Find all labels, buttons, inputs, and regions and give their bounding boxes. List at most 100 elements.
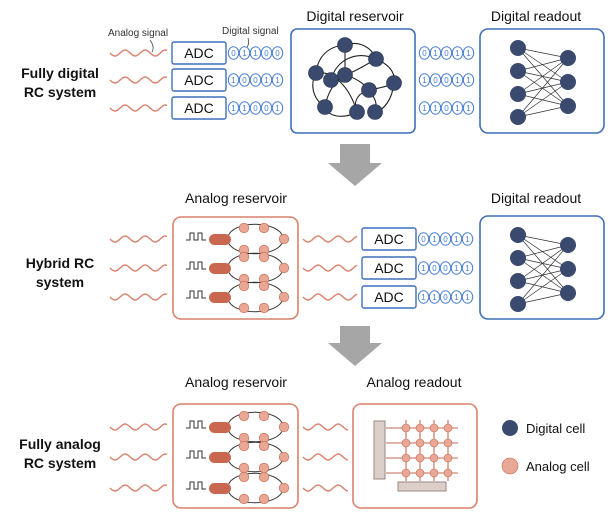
readout-top-input-node-1 — [510, 63, 526, 79]
readout-top-output-node-1 — [560, 74, 576, 90]
bits-in-1-digit-1: 1 — [242, 49, 247, 58]
analog-res-analog-unit-2-node-2 — [238, 462, 250, 474]
legend-digital-cell-label: Digital cell — [526, 421, 585, 436]
row-fully-digital: Fully digital RC system Analog signal Di… — [21, 8, 605, 134]
readout-top-input-node-2 — [510, 86, 526, 102]
digital-readout-box-top — [479, 28, 605, 134]
analog-output-waves-analog — [302, 423, 349, 492]
digital-signal-label: Digital signal — [222, 26, 279, 37]
readout-mid-output-node-0 — [560, 237, 576, 253]
digital-readout-box-hybrid — [479, 215, 605, 320]
hybrid-bits-1-digit-1: 1 — [432, 235, 437, 244]
bits-out-2-bit-2 — [440, 73, 453, 87]
analog-res-analog-unit-3-node-2 — [238, 493, 250, 505]
crossbar-cell-2-0 — [401, 453, 411, 463]
crossbar-row-driver — [373, 420, 386, 480]
readout-mid-edge — [517, 292, 569, 305]
analog-res-analog-unit-3-node-4 — [278, 482, 290, 494]
bits-out-2-digit-4: 1 — [466, 76, 471, 85]
analog-res-analog-unit-2-pulse — [186, 450, 206, 459]
readout-mid-edge — [517, 257, 569, 270]
analog-res-hybrid-unit-1-pulse — [186, 232, 206, 241]
analog-res-hybrid-unit-2-pulse — [186, 261, 206, 270]
readout-top-output-node-0 — [560, 50, 576, 66]
crossbar-cell-0-1 — [415, 423, 425, 433]
analog-res-analog-unit-1-arc-bottom — [227, 428, 284, 443]
adc-top-1-box — [171, 41, 227, 65]
hybrid-output-wave-3 — [302, 293, 358, 301]
bits-in-3-digit-3: 0 — [264, 104, 269, 113]
reservoir-node-2 — [368, 51, 384, 67]
hybrid-input-wave-1 — [109, 235, 168, 243]
analog-res-hybrid-unit-3-node-4 — [278, 291, 290, 303]
legend-analog-cell-swatch — [501, 457, 519, 475]
bits-out-2-bit-0 — [418, 73, 431, 87]
analog-input-waves-analog — [109, 423, 168, 492]
analog-readout-title: Analog readout — [367, 374, 462, 390]
bits-in-3-digit-1: 1 — [242, 104, 247, 113]
bits-in-1-digit-0: 0 — [231, 49, 236, 58]
analog-res-hybrid-unit-1-arc-top — [227, 223, 284, 238]
analog-reservoir-box-analog — [172, 403, 299, 509]
bits-out-1-bit-3 — [451, 46, 464, 60]
readout-mid-input-node-0 — [510, 227, 526, 243]
adc-hybrid-3-label: ADC — [374, 289, 404, 305]
hybrid-bits-3-digit-0: 1 — [421, 293, 426, 302]
transition-arrow-2 — [328, 326, 382, 366]
hybrid-bits-1-digit-4: 1 — [465, 235, 470, 244]
analog-input-waves — [109, 49, 168, 112]
crossbar-cell-3-1 — [415, 468, 425, 478]
bits-out-2-bit-3 — [451, 73, 464, 87]
readout-top-output-node-2 — [560, 98, 576, 114]
bits-in-3-digit-4: 1 — [275, 104, 280, 113]
hybrid-bits-3-bit-3 — [450, 290, 463, 304]
readout-top-edge — [517, 70, 569, 107]
bits-out-1-bit-4 — [462, 46, 475, 60]
analog-res-hybrid-unit-1-node-1 — [258, 222, 270, 234]
analog-res-analog-unit-2-node-4 — [278, 451, 290, 463]
bits-out-3-digit-2: 0 — [444, 104, 449, 113]
analog-readout-box — [352, 403, 478, 509]
analog-res-hybrid-unit-3-pulse — [186, 290, 206, 299]
crossbar-column-sense — [397, 481, 447, 492]
hybrid-input-wave-3 — [109, 293, 168, 301]
crossbar-cell-0-3 — [443, 423, 453, 433]
readout-top-edge — [517, 47, 569, 107]
hybrid-bits-1-digit-2: 0 — [443, 235, 448, 244]
analog-res-analog-unit-1-arc-top — [227, 411, 284, 426]
bits-in-2-digit-1: 0 — [242, 76, 247, 85]
hybrid-output-wave-2 — [302, 264, 358, 272]
hybrid-bits-3-bit-0 — [417, 290, 430, 304]
readout-mid-edge — [517, 234, 569, 294]
bits-out-2-digit-0: 1 — [422, 76, 427, 85]
analog-output-wave-1 — [302, 423, 349, 431]
analog-res-analog-unit-1-device — [209, 422, 231, 433]
crossbar-cell-3-0 — [401, 468, 411, 478]
analog-res-analog-unit-2-arc-top — [227, 441, 284, 456]
readout-mid-edge — [517, 234, 569, 246]
readout-mid-output-node-1 — [560, 261, 576, 277]
adc-hybrid-1-label: ADC — [374, 231, 404, 247]
hybrid-bits-2-digit-1: 0 — [432, 264, 437, 273]
bits-out-1-digit-2: 0 — [444, 49, 449, 58]
bits-out-3-digit-3: 1 — [455, 104, 460, 113]
adc-top-1-label: ADC — [184, 45, 214, 61]
crossbar-cell-1-3 — [443, 438, 453, 448]
reservoir-node-6 — [361, 82, 377, 98]
digital-readout-network-hybrid — [510, 227, 576, 312]
analog-reservoir-box-hybrid — [172, 216, 299, 320]
bits-out-1-digit-0: 0 — [422, 49, 427, 58]
bits-out-2-bit-1 — [429, 73, 442, 87]
readout-mid-edge — [517, 280, 569, 294]
crossbar-cell-3-3 — [443, 468, 453, 478]
bits-out-1-digit-4: 1 — [466, 49, 471, 58]
analog-res-hybrid-unit-2-device — [209, 263, 231, 274]
system-label-fully-digital-2: RC system — [24, 84, 96, 100]
crossbar-cell-1-2 — [429, 438, 439, 448]
readout-top-edge — [517, 47, 569, 59]
hybrid-bits-1-digit-3: 1 — [454, 235, 459, 244]
analog-signal-label: Analog signal — [108, 28, 168, 39]
analog-signal-pointer — [149, 39, 154, 53]
